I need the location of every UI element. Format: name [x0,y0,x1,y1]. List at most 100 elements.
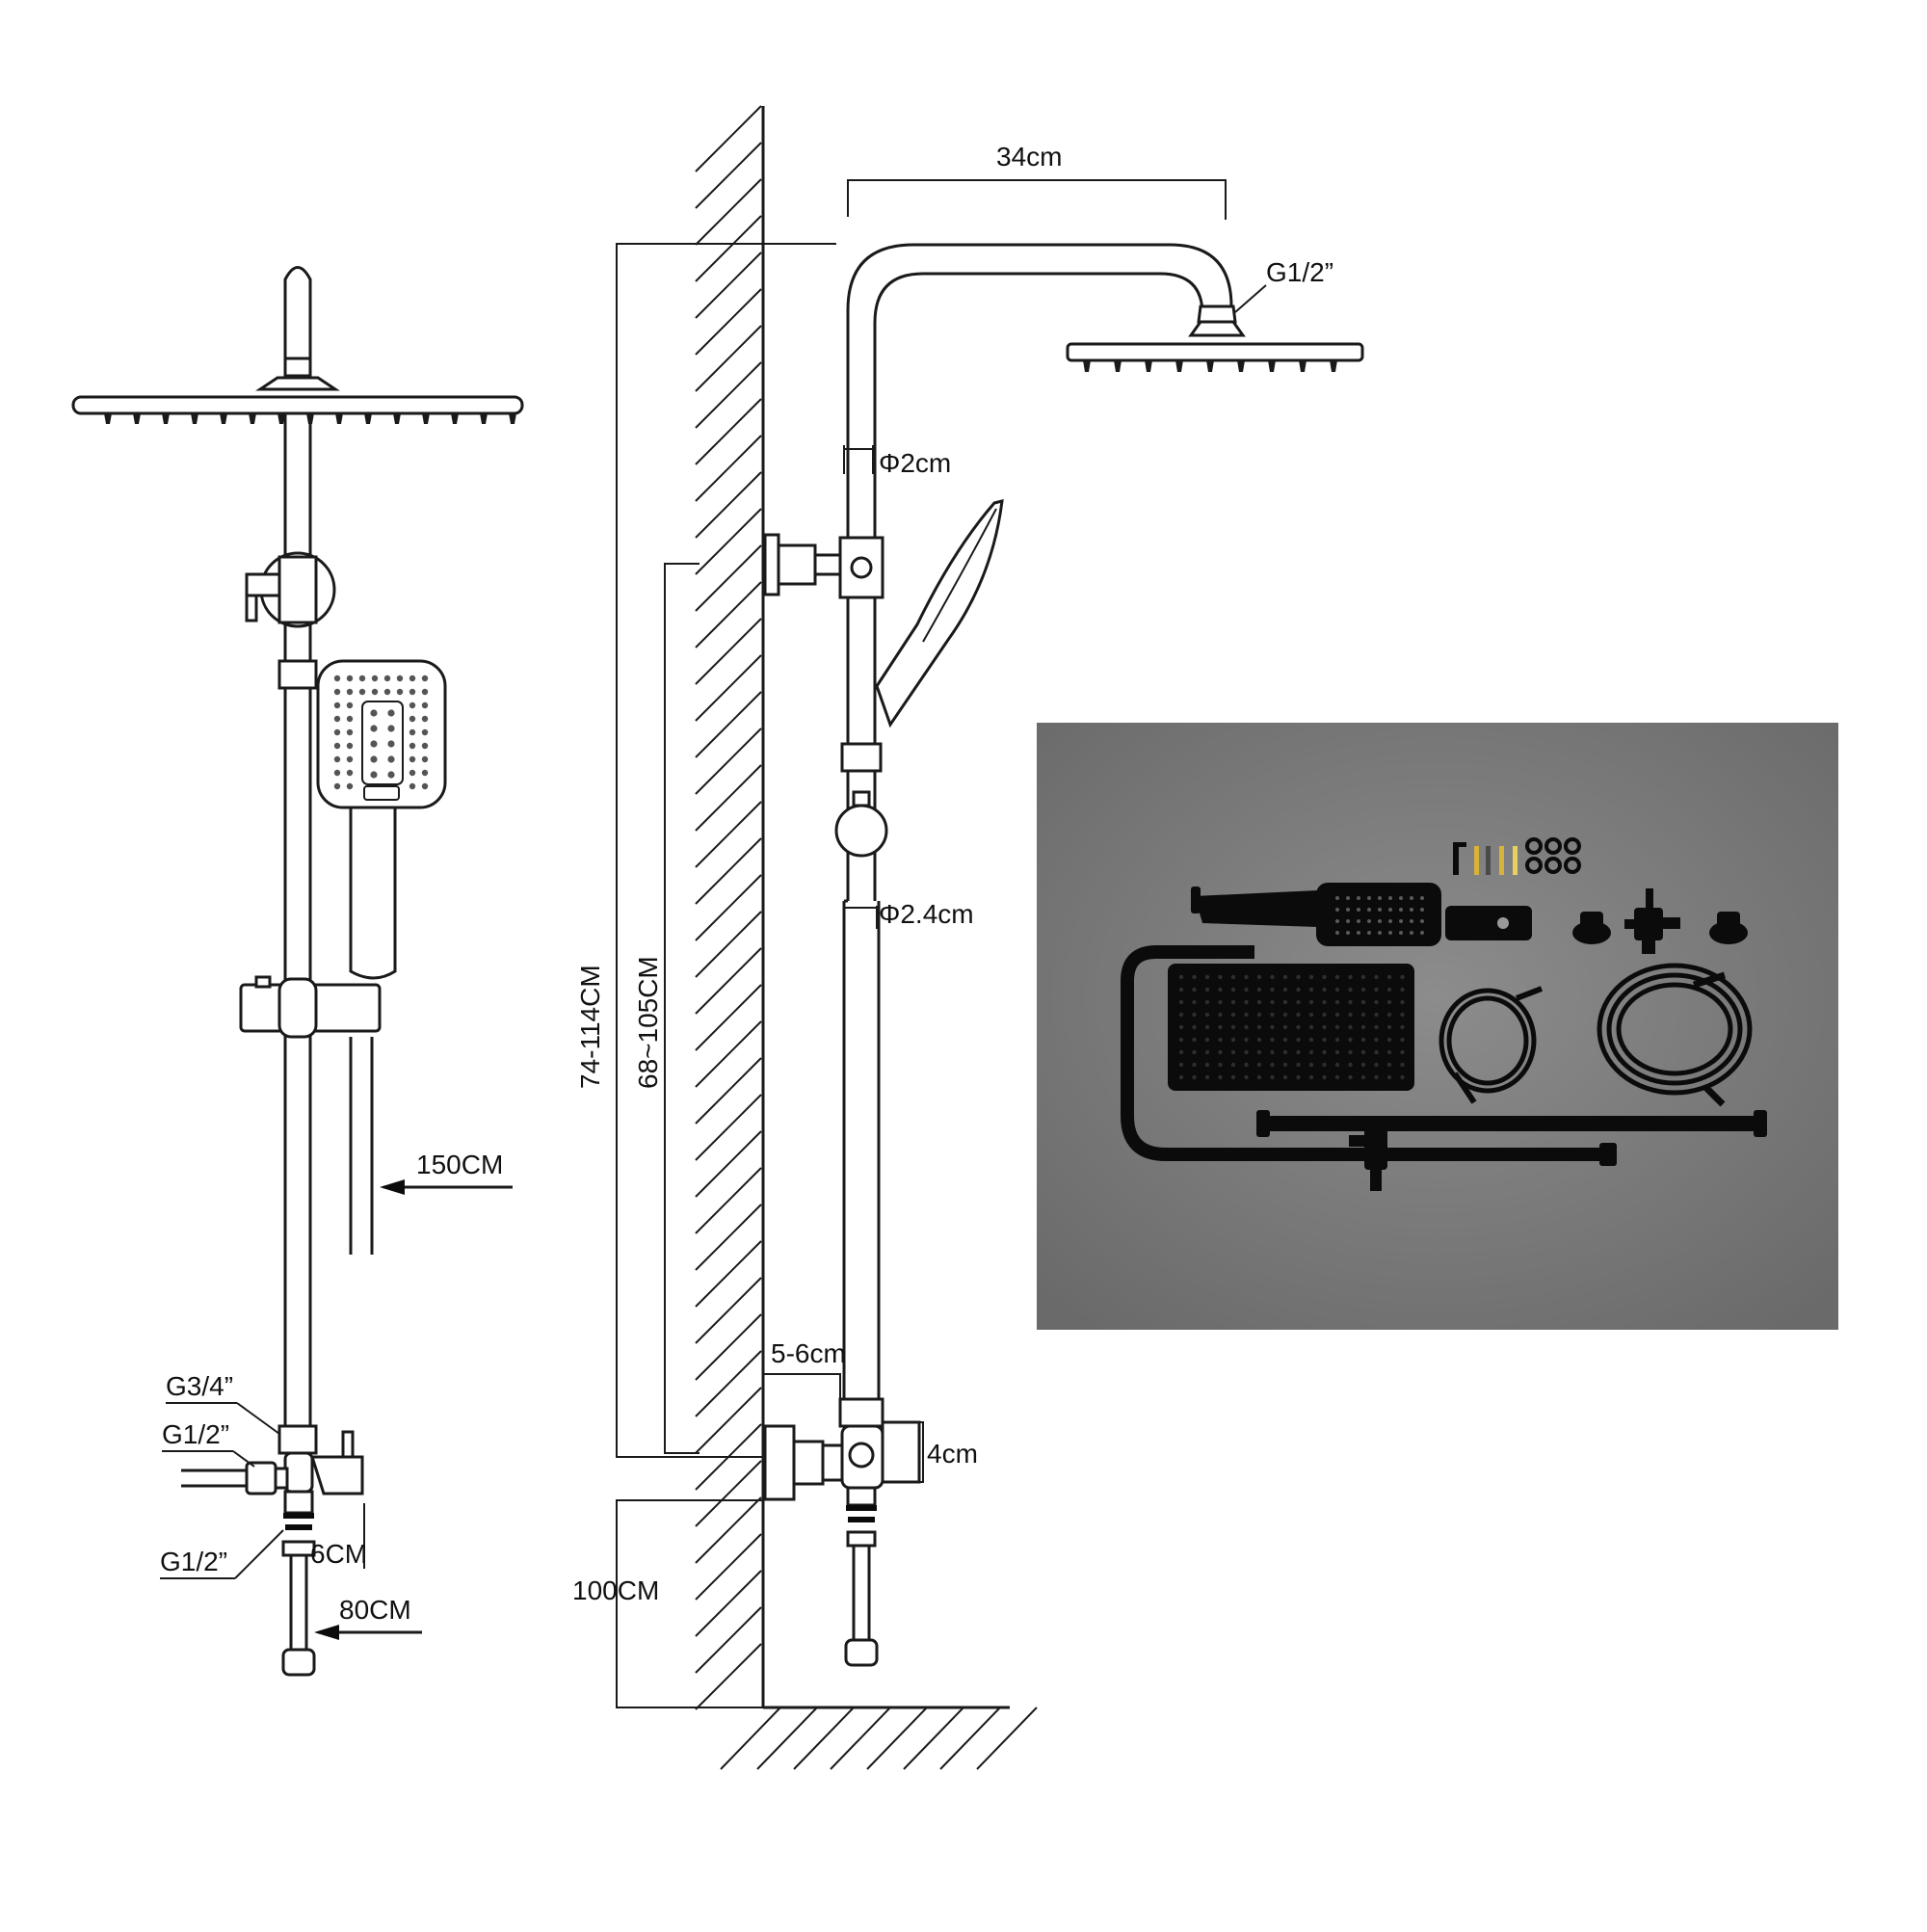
label-pipe-upper-dia: Φ2cm [879,448,951,478]
dim-rail-height [664,563,700,1454]
front-valve-nut [245,1461,277,1495]
label-wall-offset: 5-6cm [771,1338,846,1368]
rain-shower-head-icon [1168,964,1414,1091]
side-head-mount [1188,320,1246,337]
label-total-height: 74-114CM [575,965,605,1089]
label-g12-lower: G1/2” [160,1547,227,1576]
label-valve-width: 4cm [927,1439,978,1469]
front-valve-outlet [283,1490,314,1515]
photo-rail-cap-left [1256,1110,1270,1137]
slide-bracket-icon [1445,906,1532,940]
diverter-valve-icon [1634,908,1663,940]
label-80cm: 80CM [339,1595,411,1625]
label-head-thread: G1/2” [1266,257,1333,287]
side-view: 74-114CM 68~105CM 100CM 34cm G1/2” Φ2cm [572,105,1364,1770]
side-pipe-collar [840,742,883,773]
front-arm-collar [283,357,312,378]
wall-hatching [695,105,762,1710]
side-arm-nut [1197,304,1237,324]
front-bracket-screw [245,572,281,597]
photo-diverter-nut-left [1624,919,1638,929]
side-bracket-screw [850,556,873,579]
front-rain-head-nozzles [104,413,516,424]
label-rail-height: 68~105CM [633,956,663,1089]
side-arm-outer [846,243,1233,901]
riser-rail-icon [1260,1116,1765,1131]
photo-anchor [1513,846,1518,875]
washers-icon [1525,837,1581,874]
floor-hatching [720,1707,1038,1770]
front-washer [285,1524,312,1530]
side-outlet-gasket [846,1505,877,1511]
side-connector-bottom [844,1638,879,1667]
photo-rail-cap-right [1754,1110,1767,1137]
hose-icon [1439,988,1537,1094]
side-arm-inner [873,272,1204,901]
side-wall-flange [763,533,780,596]
side-valve-nut [792,1440,825,1486]
front-rain-head [71,395,524,415]
photo-diverter-outlet [1642,939,1655,954]
front-valve-nut-collar [274,1467,289,1490]
side-wall-mount [777,543,817,586]
photo-screw-2 [1486,846,1491,875]
side-valve-dial [848,1442,875,1469]
photo-background [1037,723,1838,1330]
photo-allen-key [1453,842,1466,847]
front-valve-collar [277,1424,318,1455]
front-bracket-pin [245,594,258,622]
front-bracket-clamp [277,555,318,624]
product-photo [1037,723,1838,1330]
side-valve-collar [838,1397,884,1428]
dim-floor-height [616,1499,763,1708]
front-arm-cap [283,266,312,360]
side-valve-flange [763,1424,796,1501]
label-pipe-lower-dia: Φ2.4cm [879,899,974,929]
photo-flange-1-body [1580,912,1603,933]
side-rain-head-nozzles [1083,360,1337,372]
side-valve-outlet [846,1486,877,1507]
label-floor-height: 100CM [572,1575,659,1605]
photo-hand-shower-end [1191,887,1201,913]
side-slide-knob [834,804,888,858]
side-connector-top [846,1530,877,1548]
front-slide-bracket-knob [277,977,318,1039]
photo-hand-shower-dots [1335,896,1424,935]
side-valve-arm [881,1420,921,1484]
front-valve-pin [341,1430,355,1459]
dim-wall-offset [762,1373,841,1413]
photo-diverter-nut-right [1663,917,1680,929]
front-valve-body [283,1451,314,1494]
photo-long-hose [1597,963,1753,1096]
photo-diverter-pin [1646,888,1653,910]
side-slide-knob-stem [852,790,871,807]
label-g12-upper: G1/2” [162,1419,229,1449]
photo-hand-shower-handle [1195,890,1330,927]
front-pipe-collar [277,659,318,690]
front-hand-shower-button [363,785,400,801]
label-6cm: 6CM [310,1539,367,1569]
front-view: 150CM G3/4” G1/2” G1/2” 6CM 80CM [71,266,524,1677]
shower-arm-icon [1121,945,1607,1161]
photo-valve-outlet [1370,1168,1382,1191]
photo-arm-cap [1599,1143,1617,1166]
dim-total-height [616,243,836,1458]
front-connector-bottom [281,1648,316,1677]
photo-screw-1 [1474,846,1479,875]
photo-rain-head-dots [1178,974,1405,1080]
dim-arm-width [847,179,1227,220]
front-connector-top [281,1540,316,1557]
front-valve-arm [309,1455,364,1495]
photo-flange-2-body [1717,912,1740,933]
front-slide-bracket-tab [254,975,272,989]
photo-screw-3 [1499,846,1504,875]
front-hand-shower-panel [361,701,404,785]
label-hose-length: 150CM [416,1150,503,1179]
side-washer [848,1517,875,1522]
front-hand-shower-dots [333,675,429,790]
photo-valve-handle [1349,1135,1364,1147]
hand-shower-icon [1316,883,1441,946]
label-g34: G3/4” [166,1371,233,1401]
screws-icon [1453,844,1459,875]
